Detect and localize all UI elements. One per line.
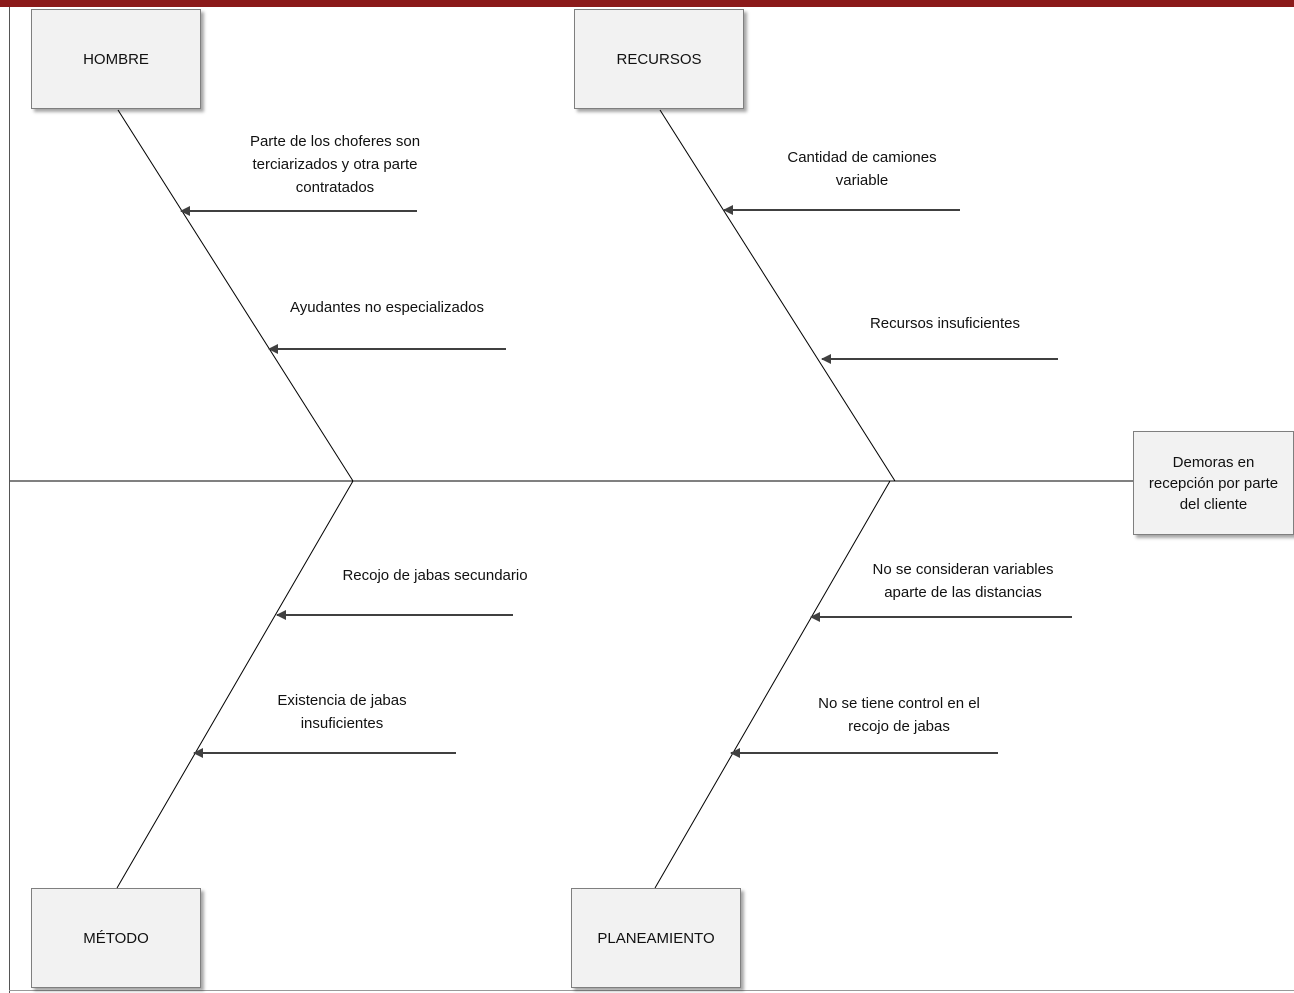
cause-label-planeamiento-1: No se consideran variables aparte de las… [872,561,1054,601]
bottom-margin-line [9,990,1294,991]
category-box-recursos: RECURSOS [574,9,744,109]
category-box-metodo: MÉTODO [31,888,201,988]
cause-label-hombre-1: Parte de los choferes son terciarizados … [249,133,421,196]
bone-hombre [117,109,354,482]
cause-label-metodo-2: Existencia de jabas insuficientes [277,692,407,732]
left-margin-line [9,7,10,993]
cause-label-planeamiento-2: No se tiene control en el recojo de jaba… [818,695,980,735]
bone-metodo [116,480,354,889]
bone-planeamiento [654,480,891,889]
category-label-recursos: RECURSOS [616,50,702,68]
cause-label-metodo-1: Recojo de jabas secundario [342,567,528,584]
bone-recursos [659,109,896,482]
category-label-metodo: MÉTODO [83,929,149,947]
category-box-planeamiento: PLANEAMIENTO [571,888,741,988]
category-label-planeamiento: PLANEAMIENTO [597,929,715,947]
cause-label-hombre-2: Ayudantes no especializados [289,299,485,316]
category-box-hombre: HOMBRE [31,9,201,109]
effect-box: Demoras en recepción por parte del clien… [1133,431,1294,535]
cause-label-recursos-1: Cantidad de camiones variable [787,149,937,189]
effect-label: Demoras en recepción por parte del clien… [1148,453,1279,513]
category-label-hombre: HOMBRE [83,50,149,68]
top-border-bar [0,0,1294,7]
cause-label-recursos-2: Recursos insuficientes [869,315,1021,332]
